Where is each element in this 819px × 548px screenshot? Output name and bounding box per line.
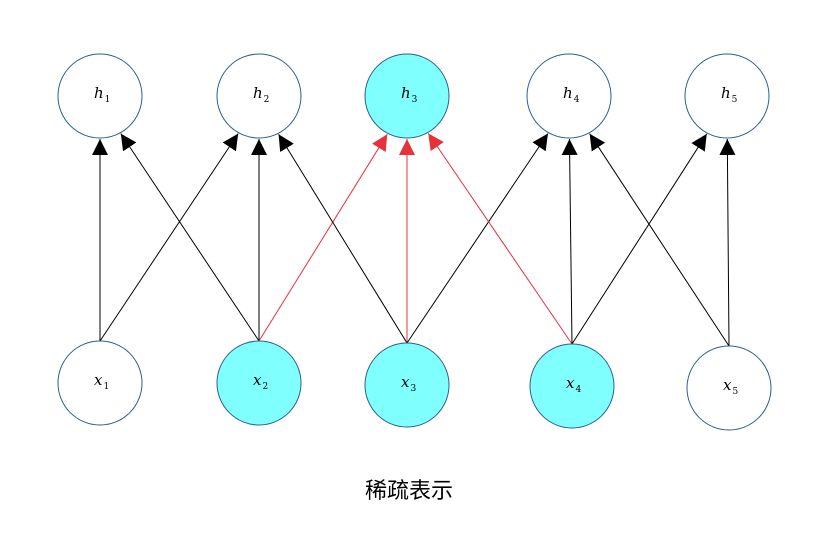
node-circle-h3 (364, 53, 450, 139)
edge-x5-h4 (589, 133, 730, 347)
node-label-base-x2: x (253, 371, 262, 389)
node-label-sub-x4: 4 (575, 385, 581, 395)
edge-x5-h5 (719, 138, 736, 347)
node-label-x5: x5 (723, 376, 738, 397)
node-x4: x4 (529, 343, 615, 429)
edge-x4-h3 (427, 133, 573, 345)
node-label-base-h2: h (253, 84, 263, 102)
edge-x2-h3 (258, 133, 388, 342)
diagram-caption: 稀疏表示 (365, 479, 453, 504)
node-label-sub-h1: 1 (105, 95, 111, 105)
node-label-h1: h1 (94, 84, 110, 105)
node-h5: h5 (684, 53, 770, 139)
node-label-x4: x4 (566, 374, 581, 395)
edge-x1-h2 (99, 133, 239, 342)
edge-x2-h1 (120, 133, 260, 342)
node-label-x3: x3 (401, 373, 416, 394)
node-label-h3: h3 (401, 84, 418, 105)
node-label-sub-x1: 1 (103, 382, 109, 392)
node-label-base-x1: x (94, 371, 103, 389)
edge-x4-h4 (561, 138, 578, 345)
node-label-base-h4: h (563, 84, 573, 102)
node-h2: h2 (216, 53, 302, 139)
node-circle-h5 (684, 53, 770, 139)
node-circle-h2 (216, 53, 302, 139)
node-label-base-h5: h (721, 84, 731, 102)
node-label-sub-x5: 5 (732, 387, 738, 397)
node-label-h4: h4 (563, 84, 580, 105)
node-label-h5: h5 (721, 84, 738, 105)
node-h1: h1 (57, 53, 143, 139)
node-x3: x3 (364, 342, 450, 428)
edge-x3-h2 (278, 134, 408, 344)
node-label-base-h3: h (401, 84, 411, 102)
node-label-sub-x3: 3 (410, 384, 416, 394)
node-label-sub-h5: 5 (732, 95, 738, 105)
node-label-sub-h4: 4 (574, 95, 580, 105)
node-x1: x1 (57, 340, 143, 426)
node-label-base-x5: x (723, 376, 732, 394)
node-circle-x2 (216, 340, 302, 426)
node-circle-x3 (364, 342, 450, 428)
node-x2: x2 (216, 340, 302, 426)
node-h3: h3 (364, 53, 450, 139)
node-label-sub-h3: 3 (412, 95, 418, 105)
edges-layer (92, 133, 736, 347)
edge-x4-h5 (571, 133, 708, 345)
node-label-x2: x2 (253, 371, 268, 392)
node-label-base-x3: x (401, 373, 410, 391)
node-label-sub-x2: 2 (262, 382, 268, 392)
node-x5: x5 (686, 345, 772, 431)
node-circle-h1 (57, 53, 143, 139)
node-circle-h4 (526, 53, 612, 139)
edge-x3-h4 (406, 133, 549, 344)
node-label-base-x4: x (566, 374, 575, 392)
node-circle-x1 (57, 340, 143, 426)
node-label-base-h1: h (94, 84, 104, 102)
node-circle-x4 (529, 343, 615, 429)
node-label-sub-h2: 2 (264, 95, 270, 105)
node-label-h2: h2 (253, 84, 269, 105)
node-label-x1: x1 (94, 371, 109, 392)
node-circle-x5 (686, 345, 772, 431)
node-h4: h4 (526, 53, 612, 139)
